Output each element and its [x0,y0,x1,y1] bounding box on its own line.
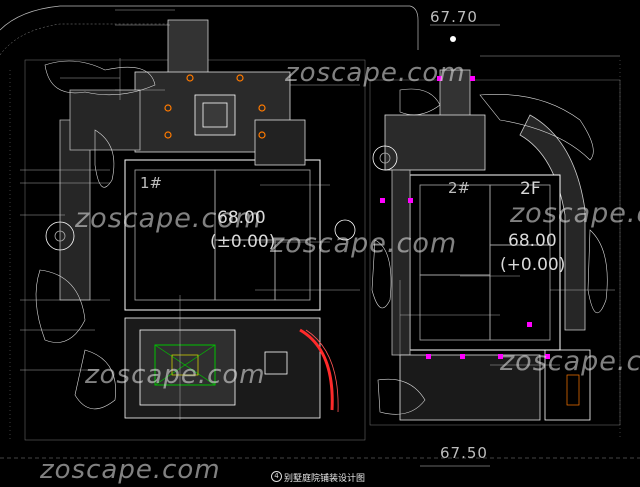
right-annex [544,349,591,421]
planting-bed-r1 [399,88,441,116]
left-wing [254,119,306,166]
dining-table [264,351,288,375]
column-markers-left [164,74,266,139]
right-villa [369,69,621,426]
left-room-4 [274,239,311,301]
elevation-top-right: 67.70 [430,8,478,26]
column-markers-right [380,76,550,359]
planting-bed-r2 [479,94,594,161]
planting-bed-top [44,60,156,96]
right-side-path [391,169,411,356]
watermark-2: zoscape.com [75,203,263,234]
lawn-paving [139,329,236,406]
left-villa [24,19,366,441]
planting-bed-left-2 [35,269,86,343]
curved-wall [299,328,334,411]
plaza-feature-inner [202,102,228,128]
drawing-number-badge: 4 [271,471,282,482]
watermark-6: zoscape.com [500,346,640,377]
pool-inner [171,354,199,376]
drawing-title: 别墅庭院铺装设计图 [284,474,366,484]
watermark-3: zoscape.com [510,198,640,229]
watermark-5: zoscape.com [85,360,266,390]
planting-bed-r3 [371,239,392,309]
left-level: 68.00 [217,208,266,228]
right-room-4 [489,244,551,341]
right-level: 68.00 [508,231,557,251]
entry-path [167,19,209,76]
right-walkway [519,114,586,331]
left-floor-label: 1# [140,174,163,192]
site-boundary [0,5,419,50]
setback-line [0,23,168,56]
pool-diagonals [154,344,216,386]
right-rear-terrace [399,354,541,421]
right-storeys: 2F [520,179,541,199]
right-floor-label: 2# [448,179,471,197]
right-round-planter [334,219,356,241]
right-plaza [384,114,486,171]
watermark-1: zoscape.com [285,58,466,88]
right-building-outline [409,174,561,351]
left-round-planter-inner [54,230,66,242]
planting-bed-r5 [587,229,608,313]
planting-bed-r4 [377,378,426,415]
left-terrace [69,89,141,151]
right-relative-level: (+0.00) [500,255,566,275]
curved-wall-edge [305,329,339,413]
plaza-feature [194,94,236,136]
annotation-leaders [20,9,620,420]
right-round-feature-inner [379,152,391,164]
planting-bed-left-1 [94,129,115,188]
right-round-feature [372,145,398,171]
left-round-planter [45,221,75,251]
elevation-point-top [450,36,456,42]
annex-feature [566,374,580,406]
planting-bed-left-3 [74,349,116,410]
watermark-7: zoscape.com [40,455,221,485]
watermark-4: zoscape.com [270,228,458,259]
pool [154,344,216,386]
elevation-bottom-right: 67.50 [440,444,488,462]
right-site-border [369,79,621,426]
left-relative-level: (±0.00) [210,232,276,252]
